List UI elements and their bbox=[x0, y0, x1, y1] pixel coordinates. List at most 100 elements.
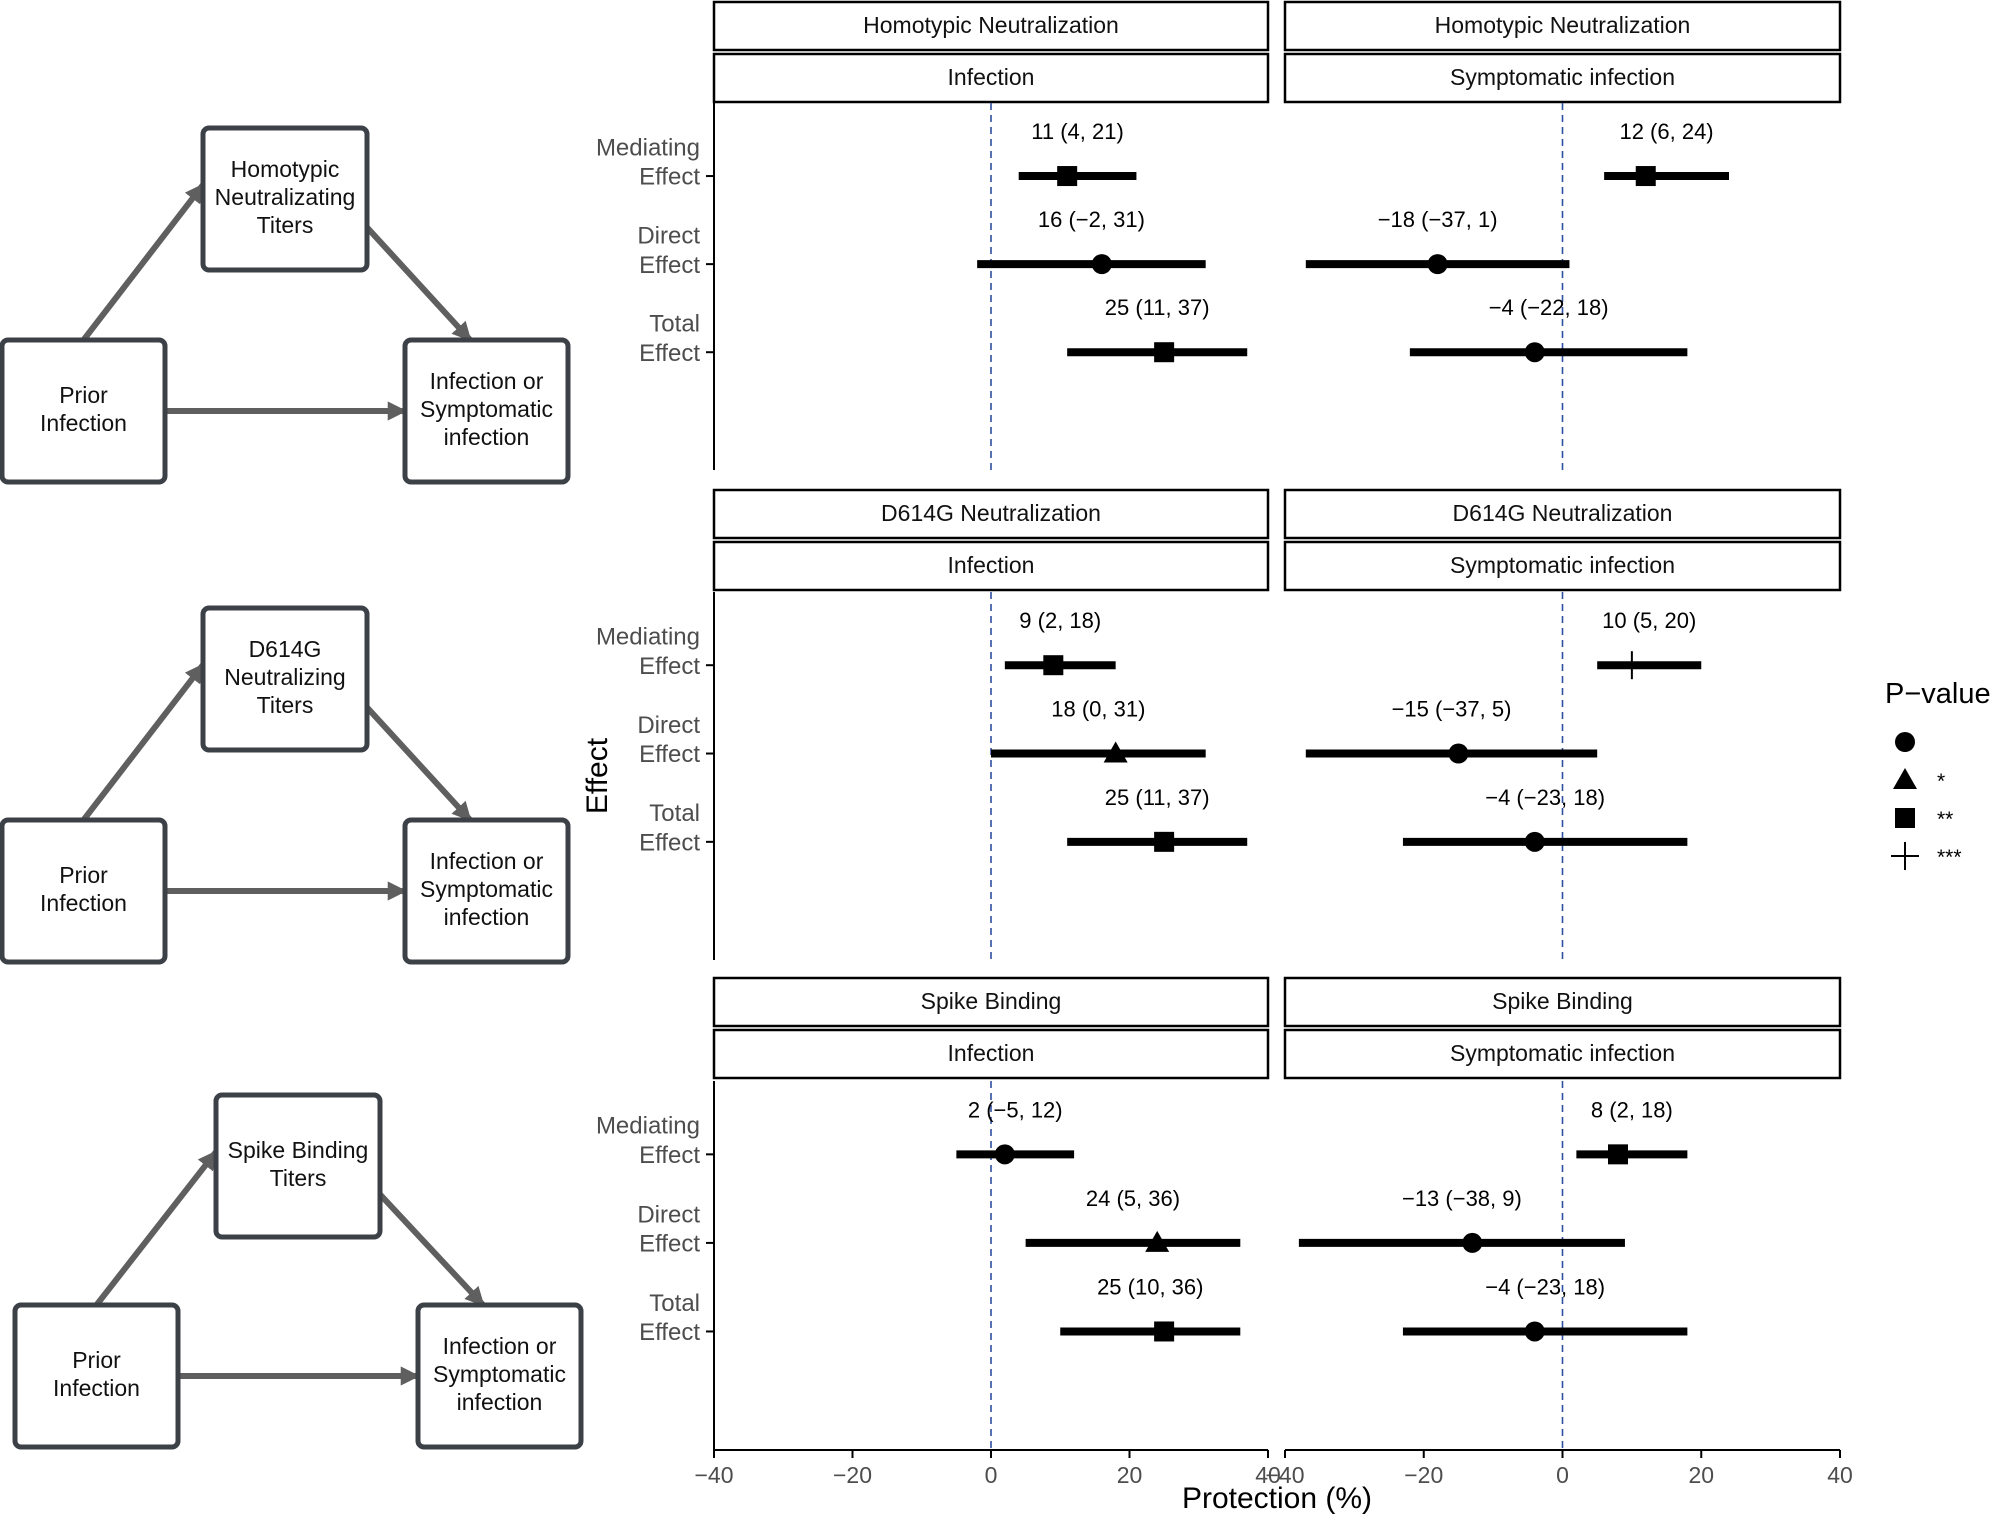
point-estimate-circle bbox=[1524, 1321, 1545, 1342]
strip-inner-label: Symptomatic infection bbox=[1450, 1040, 1675, 1066]
estimate-label: −4 (−22, 18) bbox=[1489, 295, 1609, 320]
point-estimate-cross bbox=[1617, 651, 1646, 680]
estimate-label: 25 (10, 36) bbox=[1097, 1274, 1203, 1299]
strip-outer-label: D614G Neutralization bbox=[1453, 500, 1673, 526]
arrow-mediator-to-outcome bbox=[364, 705, 473, 823]
estimate-label: −18 (−37, 1) bbox=[1378, 207, 1498, 232]
legend-entry-label: ** bbox=[1937, 808, 1953, 831]
legend-entry-label: * bbox=[1937, 770, 1945, 793]
estimate-label: −13 (−38, 9) bbox=[1402, 1186, 1522, 1211]
pvalue-legend: P−value****** bbox=[1885, 678, 1991, 870]
strip-inner-label: Symptomatic infection bbox=[1450, 64, 1675, 90]
x-tick-label: 0 bbox=[1556, 1462, 1569, 1488]
x-tick-label: −40 bbox=[1265, 1462, 1304, 1488]
strip-inner-box bbox=[1283, 1028, 1842, 1080]
arrow-mediator-to-outcome bbox=[364, 225, 473, 343]
strip-inner-label: Infection bbox=[948, 1040, 1035, 1066]
point-estimate-square bbox=[1043, 655, 1064, 676]
x-tick-label: 40 bbox=[1827, 1462, 1853, 1488]
exposure-box bbox=[12, 1302, 181, 1450]
legend-key-cross bbox=[1891, 842, 1919, 870]
strip-inner-box bbox=[712, 52, 1270, 104]
point-estimate-square bbox=[1154, 831, 1175, 852]
estimate-label: 25 (11, 37) bbox=[1105, 295, 1210, 320]
point-estimate-square bbox=[1635, 166, 1656, 187]
estimate-label: 16 (−2, 31) bbox=[1038, 207, 1145, 232]
arrow-exposure-to-mediator bbox=[81, 662, 206, 822]
point-estimate-circle bbox=[1462, 1232, 1483, 1253]
strip-outer-label: Homotypic Neutralization bbox=[863, 12, 1119, 38]
point-estimate-circle bbox=[1524, 831, 1545, 852]
exposure-box bbox=[0, 817, 168, 965]
x-tick-label: 40 bbox=[1255, 1462, 1281, 1488]
point-estimate-circle bbox=[1524, 342, 1545, 363]
legend-key-square bbox=[1895, 808, 1915, 828]
x-tick-label: 20 bbox=[1117, 1462, 1143, 1488]
arrow-mediator-to-outcome bbox=[377, 1192, 486, 1308]
estimate-label: 18 (0, 31) bbox=[1051, 697, 1145, 722]
legend-title: P−value bbox=[1885, 678, 1991, 710]
legend-entry-label: *** bbox=[1937, 846, 1962, 869]
strip-inner-box bbox=[1283, 52, 1842, 104]
estimate-label: 11 (4, 21) bbox=[1031, 119, 1124, 144]
x-tick-label: −40 bbox=[694, 1462, 733, 1488]
strip-outer-box bbox=[712, 0, 1270, 52]
strip-outer-box bbox=[1283, 0, 1842, 52]
exposure-box bbox=[0, 337, 168, 485]
legend-key-triangle bbox=[1893, 768, 1917, 789]
strip-inner-box bbox=[1283, 540, 1842, 592]
x-axis-col-1: −40 −20 0 20 40 bbox=[694, 1449, 1281, 1488]
outcome-box bbox=[415, 1302, 584, 1450]
y-axis-title: Effect bbox=[581, 737, 614, 814]
strip-outer-label: Homotypic Neutralization bbox=[1435, 12, 1691, 38]
point-estimate-circle bbox=[1448, 743, 1469, 764]
strip-outer-label: D614G Neutralization bbox=[881, 500, 1101, 526]
strip-outer-box bbox=[1283, 488, 1842, 540]
strip-outer-box bbox=[712, 488, 1270, 540]
mediator-box bbox=[200, 125, 370, 273]
estimate-label: −4 (−23, 18) bbox=[1485, 785, 1605, 810]
estimate-label: 9 (2, 18) bbox=[1019, 608, 1101, 633]
outcome-box bbox=[402, 817, 571, 965]
x-tick-label: 0 bbox=[985, 1462, 998, 1488]
strip-inner-box bbox=[712, 540, 1270, 592]
strip-outer-label: Spike Binding bbox=[921, 988, 1062, 1014]
point-estimate-triangle bbox=[1103, 741, 1128, 763]
point-estimate-circle bbox=[1427, 254, 1448, 275]
arrow-exposure-to-mediator bbox=[81, 182, 206, 342]
mediator-box bbox=[213, 1092, 383, 1240]
x-tick-label: −20 bbox=[833, 1462, 872, 1488]
estimate-label: 8 (2, 18) bbox=[1591, 1097, 1673, 1122]
estimate-label: 24 (5, 36) bbox=[1086, 1186, 1180, 1211]
x-tick-label: 20 bbox=[1688, 1462, 1714, 1488]
point-estimate-square bbox=[1608, 1144, 1628, 1165]
arrow-exposure-to-mediator bbox=[94, 1149, 219, 1307]
strip-inner-label: Infection bbox=[948, 64, 1035, 90]
strip-outer-box bbox=[1283, 976, 1842, 1028]
